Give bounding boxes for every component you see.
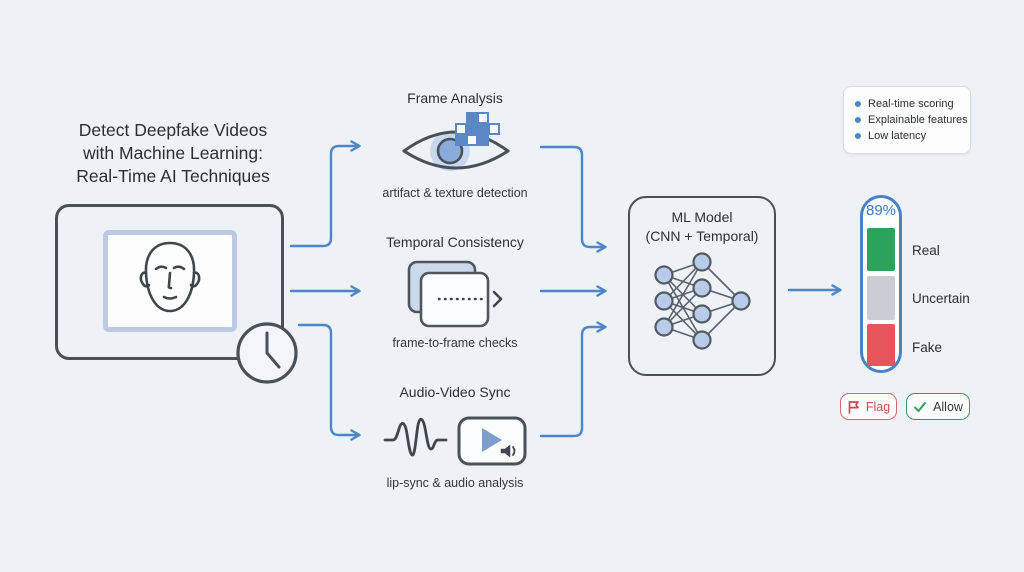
waveform-icon [383, 417, 448, 457]
audio-sync-caption: lip-sync & audio analysis [386, 476, 524, 490]
eye-artifact-icon [402, 112, 510, 171]
legend-item: Low latency [855, 128, 959, 144]
face-icon [139, 241, 201, 313]
allow-button[interactable]: Allow [906, 393, 970, 420]
bullet-dot-icon [855, 117, 861, 123]
page-title: Detect Deepfake Videos with Machine Lear… [52, 119, 294, 188]
gauge-segment-uncertain [867, 276, 895, 320]
video-player-icon [457, 416, 527, 466]
confidence-score: 89% [865, 202, 897, 219]
flag-icon [848, 400, 859, 414]
title-line-2: with Machine Learning: [83, 143, 263, 163]
legend-item: Real-time scoring [855, 96, 959, 112]
ml-model-box [628, 196, 776, 376]
gauge-label-uncertain: Uncertain [912, 291, 970, 306]
gauge-label-fake: Fake [912, 340, 943, 355]
ml-model-title-line-1: ML Model [671, 209, 733, 225]
temporal-heading: Temporal Consistency [386, 234, 524, 250]
flag-button-label: Flag [865, 399, 891, 414]
legend-item-label: Real-time scoring [868, 98, 954, 110]
frame-analysis-caption: artifact & texture detection [382, 186, 528, 200]
title-line-3: Real-Time AI Techniques [76, 166, 270, 186]
legend-item: Explainable features [855, 112, 968, 128]
bullet-dot-icon [855, 101, 861, 107]
allow-button-label: Allow [933, 399, 963, 414]
arrow-source-to-audio-sync [297, 323, 361, 441]
stacked-frames-icon [407, 260, 503, 328]
arrow-frame-analysis-to-model [539, 145, 607, 253]
gauge-segment-real [867, 228, 895, 271]
arrow-audio-sync-to-model [539, 321, 607, 438]
temporal-caption: frame-to-frame checks [392, 336, 518, 350]
check-icon [914, 401, 927, 412]
ml-model-title: ML Model (CNN + Temporal) [628, 208, 776, 245]
audio-sync-heading: Audio-Video Sync [399, 384, 511, 400]
ml-model-title-line-2: (CNN + Temporal) [645, 227, 759, 244]
gauge-segment-fake [867, 324, 895, 366]
video-screen [103, 230, 237, 332]
arrow-source-to-frame-analysis [289, 140, 361, 248]
legend-item-label: Explainable features [868, 114, 968, 126]
source-video-box [55, 204, 284, 360]
clock-icon [236, 322, 298, 384]
neural-network-icon [654, 252, 751, 350]
frame-analysis-heading: Frame Analysis [407, 90, 503, 106]
legend-item-label: Low latency [868, 130, 927, 142]
legend-card: Real-time scoring Explainable features L… [843, 86, 971, 154]
flag-button[interactable]: Flag [840, 393, 897, 420]
title-line-1: Detect Deepfake Videos [78, 120, 268, 140]
bullet-dot-icon [855, 133, 861, 139]
gauge-label-real: Real [912, 243, 940, 258]
